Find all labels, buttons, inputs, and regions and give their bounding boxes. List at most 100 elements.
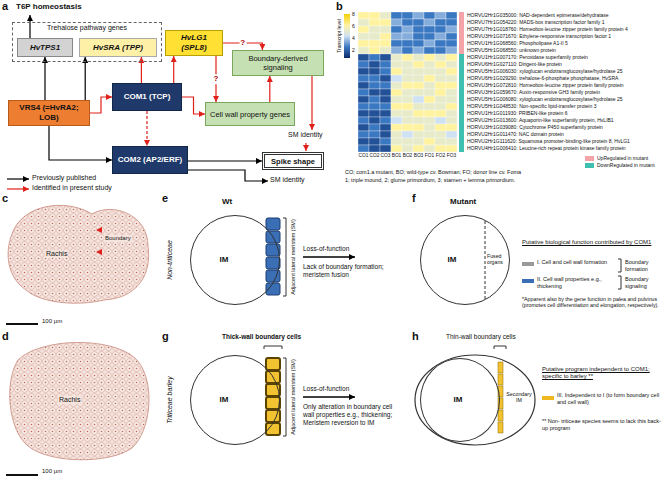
node-label: HvSRA (TPP)	[93, 43, 143, 53]
text-label: 6	[352, 23, 355, 29]
heatmap-cell	[446, 131, 457, 138]
heatmap-cell	[391, 145, 402, 152]
text-label: CO3	[380, 153, 391, 159]
micrograph-c	[0, 192, 158, 328]
heatmap-cell	[369, 82, 380, 89]
cell	[266, 410, 280, 422]
heatmap-cell	[391, 103, 402, 110]
heatmap-cell	[402, 131, 413, 138]
heatmap-cell	[446, 96, 457, 103]
heatmap-cell	[358, 47, 369, 54]
gene-label: HORVU2Hr1G035000: NAD-dependent epimeras…	[467, 12, 609, 19]
heatmap-cell	[402, 145, 413, 152]
heatmap-cell	[424, 117, 435, 124]
heatmap-cell	[413, 145, 424, 152]
heatmap-cell	[446, 61, 457, 68]
heatmap-cell	[402, 12, 413, 19]
heatmap-cell	[358, 145, 369, 152]
heatmap-cell	[369, 124, 380, 131]
text-label: Boundary	[104, 235, 132, 242]
heatmap-cell	[402, 75, 413, 82]
heatmap-cell	[380, 82, 391, 89]
heatmap-cell	[435, 124, 446, 131]
heatmap-cell	[402, 47, 413, 54]
heatmap-cell	[446, 117, 457, 124]
legend-text: III. Independent to I (to form boundary …	[557, 392, 667, 405]
heatmap-cell	[391, 138, 402, 145]
connector	[85, 57, 86, 100]
heatmap-cell	[402, 89, 413, 96]
process-box: Cell wall property genes	[205, 102, 295, 126]
heatmap-cell	[380, 47, 391, 54]
gene-label: HORVU1Hr1G011930: PRIBEN-like protein 6	[467, 110, 567, 117]
heatmap-cell	[435, 47, 446, 54]
process-box: HvSRA (TPP)	[79, 38, 157, 57]
cell	[266, 358, 280, 370]
heatmap-cell	[391, 75, 402, 82]
meristem-circle: IM	[190, 215, 280, 305]
heatmap-cell	[402, 117, 413, 124]
gene-label: HORVU5Hr1G006080: xyloglucan endotransgl…	[467, 96, 623, 103]
heatmap-cell	[424, 47, 435, 54]
heatmap-cell	[391, 96, 402, 103]
heatmap-cell	[435, 110, 446, 117]
regulation-bar	[459, 61, 464, 68]
heatmap-cell	[369, 117, 380, 124]
heatmap-cell	[435, 33, 446, 40]
heatmap-cell	[369, 33, 380, 40]
heatmap-cell	[413, 68, 424, 75]
scale-bar	[6, 323, 38, 325]
heatmap-cell	[391, 110, 402, 117]
heatmap-cell	[424, 82, 435, 89]
bracket	[264, 346, 282, 349]
heatmap-cell	[380, 61, 391, 68]
heatmap-cell	[413, 131, 424, 138]
tissue-section	[8, 205, 149, 303]
heatmap-cell	[446, 47, 457, 54]
heatmap-cell	[380, 89, 391, 96]
text-label: Boundary signaling	[625, 276, 667, 289]
regulation-bar	[459, 40, 464, 47]
gene-label: HORVU7Hr1G054220: MADS-box transcription…	[467, 19, 604, 26]
text-label: 2	[352, 47, 355, 53]
heatmap-cell	[391, 26, 402, 33]
panel-letter: a	[2, 0, 8, 13]
text-label: Adjacent lateral meristem (SM)	[290, 219, 297, 295]
text-label: ** Non- triticeae species seems to lack …	[542, 418, 667, 431]
cell	[266, 423, 280, 435]
panel-letter: h	[412, 330, 419, 343]
heatmap-cell	[380, 12, 391, 19]
gene-label: HORVU3Hr1G059670: Auxin-responsive GH3 f…	[467, 89, 600, 96]
heatmap-cell	[446, 33, 457, 40]
text-label: Only alteration in boundary cell wall pr…	[303, 403, 405, 426]
node-label: IM	[448, 255, 457, 265]
heatmap-cell	[380, 68, 391, 75]
connector	[188, 160, 262, 161]
panel-letter: f	[412, 192, 416, 205]
heatmap-cell	[413, 103, 424, 110]
heatmap-cell	[435, 96, 446, 103]
legend-swatch	[585, 156, 594, 161]
meristem-circle: IM	[190, 355, 280, 445]
heatmap-cell	[369, 145, 380, 152]
heatmap-cell	[435, 12, 446, 19]
regulation-bar	[459, 103, 464, 110]
text-label: Transcript level	[336, 19, 342, 53]
heatmap-cell	[369, 89, 380, 96]
heatmap-cell	[380, 96, 391, 103]
heatmap-cell	[446, 89, 457, 96]
connector	[90, 97, 112, 113]
heatmap-cell	[380, 33, 391, 40]
text-label: Mutant	[450, 197, 476, 207]
text-label: T6P homeostasis	[16, 2, 82, 12]
text-label: CO; com1.a mutant, BO; wild-type cv. Bow…	[345, 169, 521, 176]
cell	[498, 362, 503, 373]
gene-label: HORVU2Hr1G013600: Aquaporin-like superfa…	[467, 117, 614, 124]
panel-letter: d	[2, 330, 9, 343]
cell	[266, 257, 280, 269]
heatmap-cell	[435, 40, 446, 47]
heatmap-cell	[391, 33, 402, 40]
legend-text: Previously published	[32, 174, 96, 182]
boundary-arrowhead	[96, 249, 102, 255]
